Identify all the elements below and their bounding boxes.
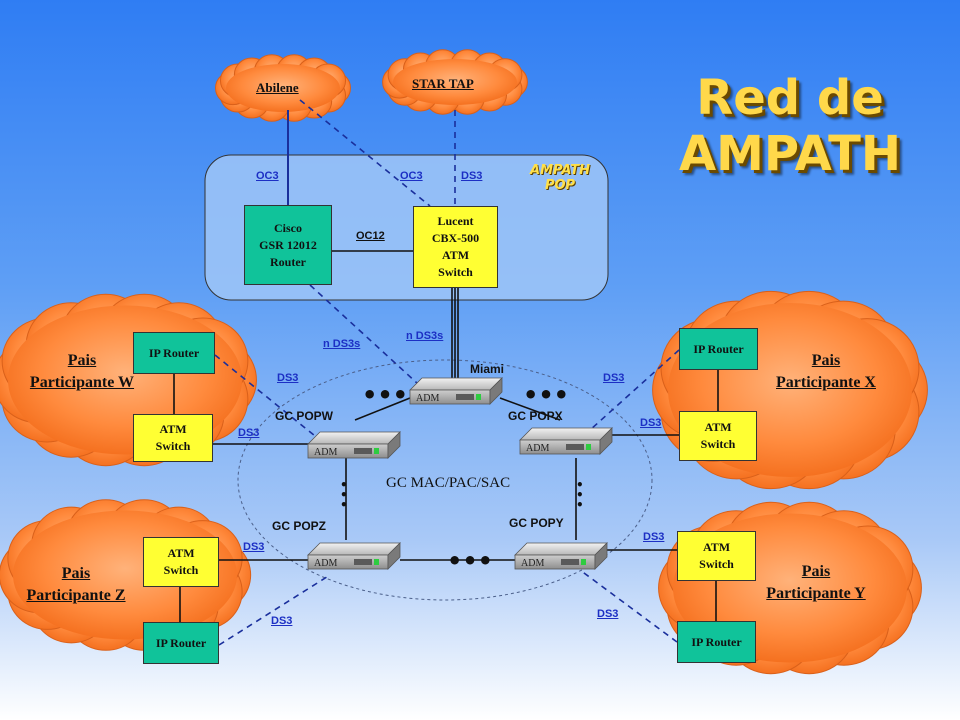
x-atm-switch[interactable]: ATM Switch <box>679 411 757 461</box>
node-popy-label: GC POPY <box>509 516 564 530</box>
link-ds3-w-atm: DS3 <box>238 427 260 439</box>
abilene-cloud <box>215 54 351 122</box>
adm-popy-label: ADM <box>521 558 544 569</box>
country-z: Pais Participante Z <box>8 563 144 607</box>
adm-popx[interactable]: ADM <box>519 427 613 455</box>
line-abilene-lucent <box>299 99 431 207</box>
country-x-cloud <box>652 290 928 490</box>
link-oc3-startap: OC3 <box>400 170 423 182</box>
lucent-atm-switch[interactable]: Lucent CBX-500 ATM Switch <box>413 206 498 288</box>
country-x-line2: Participante X <box>776 374 876 391</box>
w-ip-router[interactable]: IP Router <box>133 332 215 374</box>
link-ds3-x-router: DS3 <box>603 372 625 384</box>
line-miami-popx <box>499 397 561 421</box>
country-x: Pais Participante X <box>756 350 896 394</box>
link-ds3-w-router: DS3 <box>277 372 299 384</box>
country-w-line2: Participante W <box>29 374 135 391</box>
slide-title: Red de AMPATH <box>640 70 940 182</box>
adm-popw[interactable]: ADM <box>307 431 401 459</box>
link-n-ds3s-lucent: n DS3s <box>406 330 444 342</box>
y-ip-router[interactable]: IP Router <box>677 621 756 663</box>
link-ds3-z-atm: DS3 <box>243 541 265 553</box>
ring-dots-bottom: ••• <box>447 547 494 575</box>
node-popw-label: GC POPW <box>275 409 334 423</box>
adm-popx-label: ADM <box>526 443 549 454</box>
abilene-label: Abilene <box>256 80 299 95</box>
slide-title-text: Red de AMPATH <box>678 70 902 182</box>
country-w-line1: Pais <box>67 352 97 369</box>
adm-popz[interactable]: ADM <box>307 542 401 570</box>
node-popz-label: GC POPZ <box>272 519 327 533</box>
line-cisco-miami <box>309 284 431 396</box>
ring-center-label: GC MAC/PAC/SAC <box>386 475 511 491</box>
node-popx-label: GC POPX <box>508 409 563 423</box>
line-popw-miami <box>354 397 411 421</box>
country-z-line2: Participante Z <box>26 587 126 604</box>
adm-popy[interactable]: ADM <box>514 542 608 570</box>
country-x-line1: Pais <box>811 352 841 369</box>
adm-popw-label: ADM <box>314 447 337 458</box>
ring-dots-top-right: ••• <box>523 381 570 409</box>
z-atm-switch[interactable]: ATM Switch <box>143 537 219 587</box>
ring-dots-left: • • • <box>340 478 348 512</box>
adm-miami[interactable]: ADM <box>409 377 503 405</box>
country-y: Pais Participante Y <box>748 561 884 605</box>
startap-cloud <box>382 49 528 115</box>
country-y-line2: Participante Y <box>766 585 866 602</box>
cisco-gsr-router[interactable]: Cisco GSR 12012 Router <box>244 205 332 285</box>
link-oc3-abilene: OC3 <box>256 170 279 182</box>
line-x-router-popx <box>589 349 680 431</box>
link-oc12: OC12 <box>356 230 385 242</box>
gc-ring-ellipse <box>237 359 653 601</box>
adm-miami-label: ADM <box>416 393 439 404</box>
link-ds3-y-atm: DS3 <box>643 531 665 543</box>
adm-layer: ADM ADM ADM ADM ADM <box>307 377 613 570</box>
line-y-router-popy <box>579 569 678 643</box>
startap-label: STAR TAP <box>412 76 474 91</box>
country-z-line1: Pais <box>61 565 91 582</box>
link-ds3-z-router: DS3 <box>271 615 293 627</box>
y-atm-switch[interactable]: ATM Switch <box>677 531 756 581</box>
ring-dots-right: • • • <box>576 478 584 512</box>
x-ip-router[interactable]: IP Router <box>679 328 758 370</box>
link-ds3-x-atm: DS3 <box>640 417 662 429</box>
country-y-line1: Pais <box>801 563 831 580</box>
link-n-ds3s-cisco: n DS3s <box>323 338 361 350</box>
link-ds3-startap: DS3 <box>461 170 483 182</box>
link-ds3-y-router: DS3 <box>597 608 619 620</box>
country-w: Pais Participante W <box>8 350 156 394</box>
line-w-router-popw <box>214 354 321 441</box>
node-miami-label: Miami <box>470 362 505 376</box>
w-atm-switch[interactable]: ATM Switch <box>133 414 213 462</box>
ring-dots-top-left: ••• <box>362 381 409 409</box>
links-layer <box>173 99 719 646</box>
z-ip-router[interactable]: IP Router <box>143 622 219 664</box>
ampath-pop-label: AMPATH POP <box>530 163 590 193</box>
adm-popz-label: ADM <box>314 558 337 569</box>
